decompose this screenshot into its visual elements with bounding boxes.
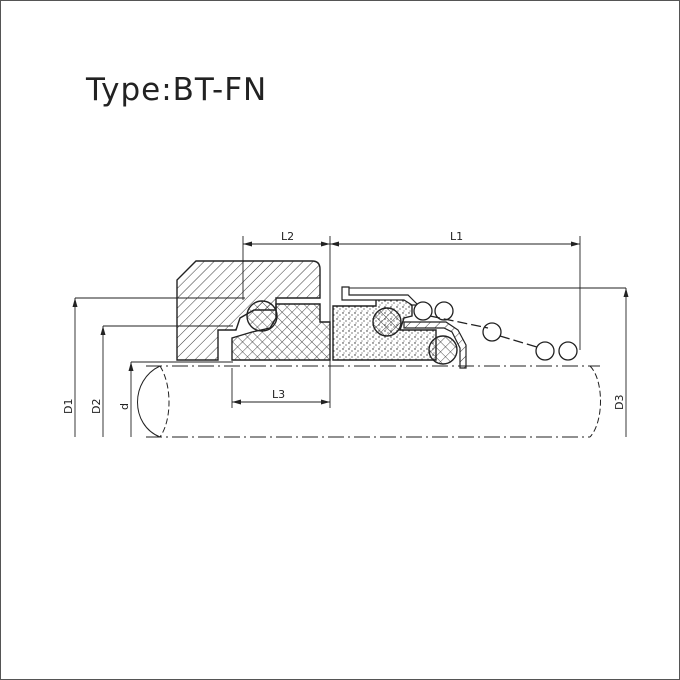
rotating-face (231, 303, 331, 361)
spring (413, 301, 578, 361)
shaft (137, 365, 601, 438)
dim-label-d1: D1 (62, 399, 75, 414)
dim-label-d2: D2 (90, 399, 103, 414)
type-title: Type:BT-FN (86, 72, 268, 108)
dimension-arrows (72, 241, 629, 405)
dimension-lines (74, 236, 627, 437)
drive-o-ring (428, 335, 458, 365)
dim-label-d: d (118, 403, 131, 410)
retainer-shell (341, 286, 467, 369)
dim-label-l1: L1 (450, 230, 463, 243)
body-o-ring (372, 307, 402, 337)
dim-label-d3: D3 (613, 395, 626, 410)
dim-label-l3: L3 (272, 388, 285, 401)
dim-label-l2: L2 (281, 230, 294, 243)
